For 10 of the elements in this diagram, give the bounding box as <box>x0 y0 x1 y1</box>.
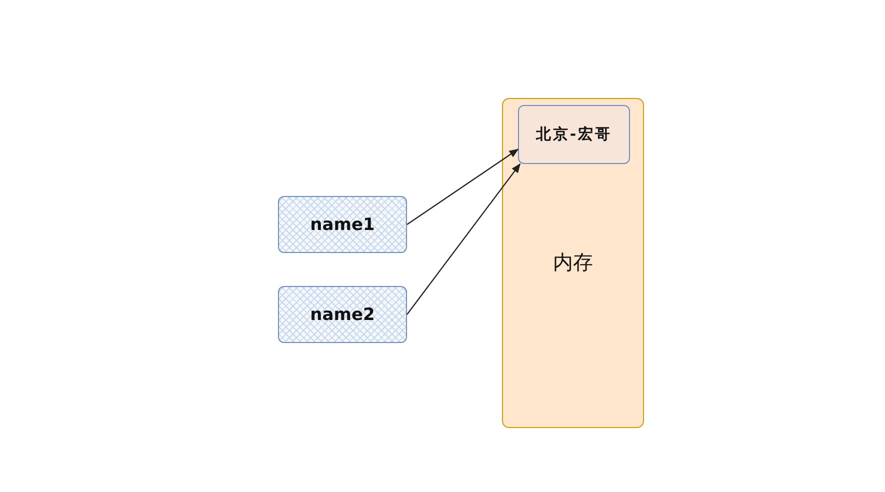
memory-panel <box>502 98 644 428</box>
arrow <box>406 148 519 225</box>
value-label: 北京-宏哥 <box>536 125 612 144</box>
arrow <box>406 163 521 315</box>
variable-name: name2 <box>310 304 375 324</box>
variable-name: name1 <box>310 214 375 234</box>
value-box <box>518 105 630 164</box>
memory-label: 内存 <box>552 249 594 276</box>
variable-box <box>278 286 407 343</box>
variable-box <box>278 196 407 253</box>
